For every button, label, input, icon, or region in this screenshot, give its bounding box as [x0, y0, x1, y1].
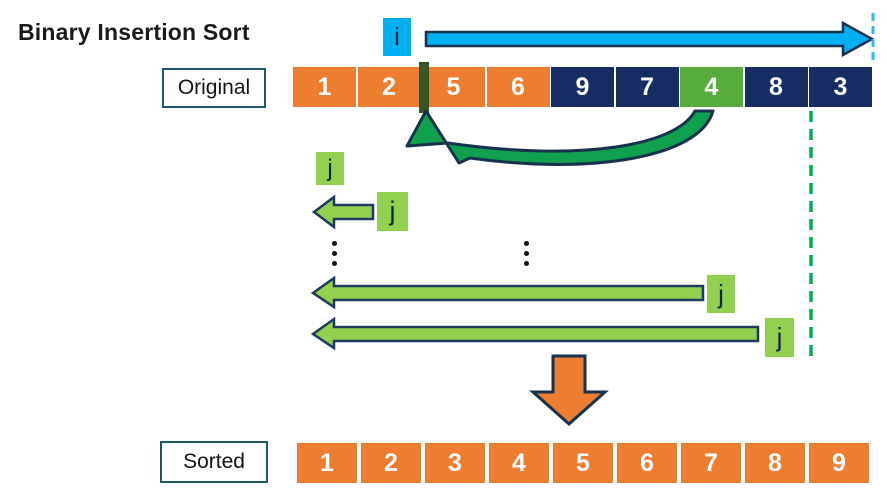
array-cell: 6 — [617, 443, 677, 483]
array-cell: 8 — [745, 443, 805, 483]
array-cell-key: 4 — [680, 67, 743, 107]
pointer-j-badge: j — [765, 318, 794, 357]
original-label: Original — [162, 68, 266, 108]
page-title: Binary Insertion Sort — [18, 19, 250, 45]
pointer-j-badge: j — [377, 192, 408, 231]
array-cell: 8 — [744, 67, 808, 107]
sorted-label: Sorted — [160, 441, 268, 483]
array-cell: 7 — [681, 443, 741, 483]
array-cell: 4 — [489, 443, 549, 483]
array-cell: 1 — [297, 443, 357, 483]
j-scan-left-arrow-icon — [310, 275, 705, 310]
array-cell: 5 — [422, 67, 485, 107]
pointer-i-badge: i — [383, 18, 411, 56]
array-cell: 7 — [615, 67, 679, 107]
array-cell: 9 — [809, 443, 869, 483]
result-down-arrow-icon — [529, 354, 609, 427]
array-cell: 2 — [357, 67, 421, 107]
array-cell: 2 — [361, 443, 421, 483]
original-array-row: 1 2 5 6 9 7 4 8 3 — [293, 67, 872, 107]
insert-curved-arrow-icon — [405, 109, 715, 166]
i-scan-right-arrow-icon — [424, 20, 875, 58]
j-scan-left-arrow-icon — [311, 194, 375, 230]
sorted-array-row: 1 2 3 4 5 6 7 8 9 — [297, 443, 869, 483]
pointer-j-badge: j — [707, 275, 735, 313]
array-cell: 9 — [551, 67, 614, 107]
array-cell: 3 — [425, 443, 485, 483]
array-cell: 1 — [293, 67, 356, 107]
array-cell: 3 — [809, 67, 872, 107]
pointer-j-badge: j — [316, 152, 344, 185]
j-scan-left-arrow-icon — [310, 316, 760, 351]
array-cell: 5 — [553, 443, 613, 483]
vertical-ellipsis-icon — [332, 241, 337, 266]
vertical-ellipsis-icon — [524, 241, 529, 266]
array-cell: 6 — [486, 67, 550, 107]
